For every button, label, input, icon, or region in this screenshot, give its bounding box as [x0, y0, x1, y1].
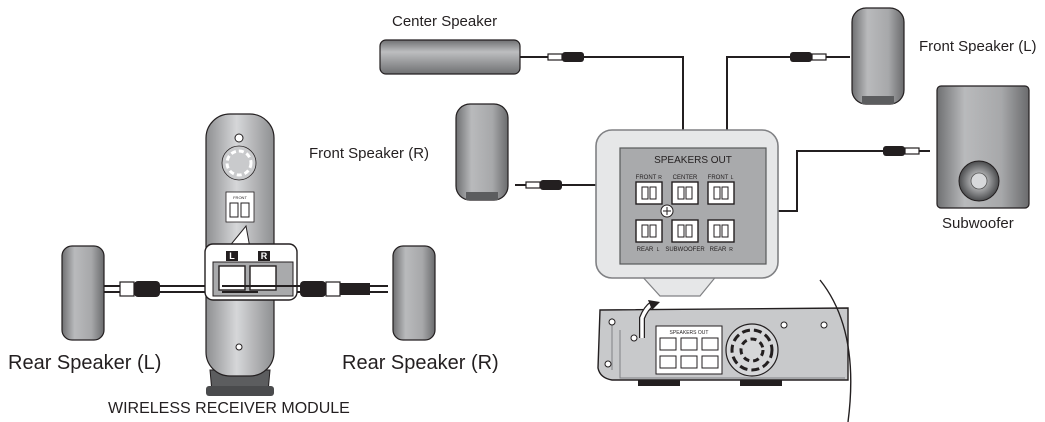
terminal-label-center: CENTER: [673, 175, 698, 181]
terminal-label-front-l: FRONT: [708, 175, 729, 181]
module-callout: L R: [204, 224, 300, 301]
panel-title: SPEAKERS OUT: [654, 155, 732, 166]
terminal-mark-rear-l: L: [657, 247, 660, 253]
terminal-front-r: [635, 181, 663, 205]
wireless-receiver-module-label: WIRELESS RECEIVER MODULE: [108, 400, 350, 417]
badge-l-bg: [226, 251, 238, 261]
module-front-label: FRONT: [233, 195, 247, 200]
terminal-front-l: [707, 181, 735, 205]
center-speaker: [379, 39, 521, 75]
subwoofer-label: Subwoofer: [942, 215, 1014, 232]
speakers-out-panel: [619, 147, 767, 265]
badge-r-bg: [258, 251, 270, 261]
front-speaker-right: [455, 103, 509, 201]
rear-speaker-left-label: Rear Speaker (L): [8, 352, 162, 374]
terminal-label-subwoofer: SUBWOOFER: [665, 247, 705, 253]
terminal-mark-front-r: R: [658, 175, 662, 181]
terminal-mark-front-l: L: [731, 175, 734, 181]
module-badge-right: R: [261, 251, 268, 261]
center-speaker-label: Center Speaker: [392, 13, 498, 30]
terminal-center: [671, 181, 699, 205]
terminal-subwoofer: [671, 219, 699, 243]
terminal-label-rear-r: REAR: [710, 247, 727, 253]
rear-speaker-left: [61, 245, 105, 341]
module-badge-left: L: [229, 251, 235, 261]
rear-speaker-right-label: Rear Speaker (R): [342, 352, 499, 374]
front-speaker-left-label: Front Speaker (L): [919, 38, 1037, 55]
front-speaker-right-label: Front Speaker (R): [309, 145, 430, 162]
front-speaker-left: [851, 7, 905, 105]
module-vent-icon: [221, 145, 257, 181]
rear-speaker-right: [392, 245, 436, 341]
wire-connectors: [525, 52, 920, 190]
panel-screw-icon: [660, 204, 674, 218]
terminal-mark-rear-r: R: [729, 247, 733, 253]
terminal-label-rear-l: REAR: [637, 247, 654, 253]
terminal-rear-r: [707, 219, 735, 243]
rear-wire-connectors: [119, 281, 370, 297]
unit-panel-title: SPEAKERS OUT: [670, 330, 709, 336]
terminal-rear-l: [635, 219, 663, 243]
subwoofer-speaker: [936, 85, 1030, 209]
main-unit-rear: SPEAKERS OUT: [597, 279, 852, 422]
fan-vent-icon: [725, 323, 779, 377]
terminal-label-front-r: FRONT: [636, 175, 657, 181]
